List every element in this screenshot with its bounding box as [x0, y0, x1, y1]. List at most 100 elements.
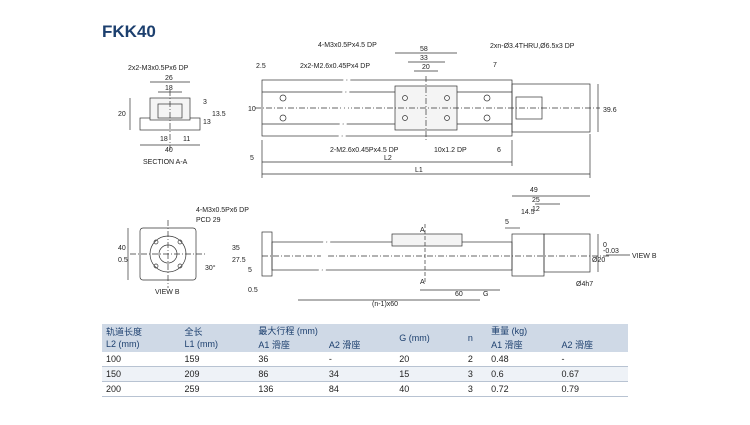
- front-tol-bot: -0.03: [603, 248, 619, 255]
- section-label-top: 2x2-M3x0.5Px6 DP: [128, 65, 189, 72]
- table-row: 200 259 136 84 40 3 0.72 0.79: [102, 381, 628, 397]
- motor-mount: [511, 83, 591, 133]
- cell: 3: [463, 381, 488, 397]
- section-aa: [129, 81, 201, 150]
- dim-39-6: 39.6: [603, 107, 617, 114]
- front-view: [262, 195, 630, 301]
- front-dim-5: 5: [505, 219, 509, 226]
- th-stroke-a2: A2 滑座: [324, 338, 396, 352]
- cell: 136: [254, 381, 325, 397]
- section-dim-26: 26: [165, 75, 173, 82]
- th-l2: 轨道长度 L2 (mm): [102, 324, 181, 352]
- front-slider: [391, 233, 463, 247]
- cell: 84: [324, 381, 396, 397]
- cell: 0.72: [487, 381, 558, 397]
- front-motor: [543, 233, 591, 273]
- table-row: 100 159 36 - 20 2 0.48 -: [102, 352, 628, 367]
- section-dim-3: 3: [203, 99, 207, 106]
- cell: -: [324, 352, 396, 367]
- table-row: 150 209 86 34 15 3 0.6 0.67: [102, 366, 628, 382]
- cell: 2: [463, 352, 488, 367]
- section-dim-11: 11: [183, 136, 190, 143]
- section-dim-18b: 18: [160, 136, 168, 143]
- cell: 86: [254, 366, 325, 382]
- cell: 40: [395, 381, 464, 397]
- th-weight-a2: A2 滑座: [557, 338, 628, 352]
- th-g: G (mm): [395, 324, 464, 352]
- cell: 3: [463, 366, 488, 382]
- cell: 259: [180, 381, 255, 397]
- cell: 100: [102, 352, 181, 367]
- label-m26-bottom: 2-M2.6x0.45Px4.5 DP: [330, 147, 399, 154]
- section-dim-20: 20: [118, 111, 126, 118]
- cell: 200: [102, 381, 181, 397]
- viewb-label-m3: 4-M3x0.5Px6 DP: [196, 207, 249, 214]
- cell: 36: [254, 352, 325, 367]
- dim-l1: L1: [415, 167, 423, 174]
- coupling: [515, 96, 543, 120]
- section-dim-13-5: 13.5: [212, 111, 226, 118]
- front-label-a: A: [420, 227, 425, 234]
- viewb-caption: VIEW B: [155, 289, 180, 296]
- cell: 0.6: [487, 366, 558, 382]
- th-weight: 重量 (kg): [487, 324, 628, 338]
- front-label-a2: A: [420, 279, 425, 286]
- viewb-dim-0-5b: 0.5: [248, 287, 258, 294]
- viewb-dim-30deg: 30°: [205, 264, 216, 272]
- th-l1: 全长 L1 (mm): [180, 324, 255, 352]
- dim-20: 20: [422, 64, 430, 71]
- dim-5: 5: [250, 155, 254, 162]
- front-dim-g: G: [483, 291, 488, 298]
- cell: 0.67: [557, 366, 628, 382]
- cell: 0.48: [487, 352, 558, 367]
- viewb-dim-0-5: 0.5: [118, 257, 128, 264]
- dim-2-5: 2.5: [256, 63, 266, 70]
- dim-58: 58: [420, 46, 428, 53]
- front-dim-60: 60: [455, 291, 463, 298]
- cell: 0.79: [557, 381, 628, 397]
- dim-6: 6: [497, 147, 501, 154]
- front-tol-top: 0: [603, 242, 607, 249]
- cell: -: [557, 352, 628, 367]
- front-dim-4h7: Ø4h7: [576, 281, 593, 288]
- cell: 20: [395, 352, 464, 367]
- front-dim-49: 49: [530, 187, 538, 194]
- label-thru: 2xn-Ø3.4THRU,Ø6.5x3 DP: [490, 43, 575, 50]
- front-dim-20h7: Ø20: [592, 257, 605, 264]
- section-caption: SECTION A-A: [143, 159, 188, 166]
- viewb-dim-27-5: 27.5: [232, 257, 246, 264]
- front-dim-25: 25: [532, 197, 540, 204]
- viewb-dim-40: 40: [118, 245, 126, 252]
- label-m3-dp: 4-M3x0.5Px4.5 DP: [318, 42, 377, 49]
- th-n: n: [463, 324, 488, 352]
- view-b: [127, 220, 273, 288]
- viewb-label-pcd: PCD 29: [196, 217, 221, 224]
- th-weight-a1: A1 滑座: [487, 338, 558, 352]
- cell: 209: [180, 366, 255, 382]
- front-view-b-arrow-label: VIEW B: [632, 253, 657, 260]
- section-dim-18: 18: [165, 85, 173, 92]
- label-m26-dp: 2x2-M2.6x0.45Px4 DP: [300, 63, 370, 70]
- spec-table: 轨道长度 L2 (mm) 全长 L1 (mm) 最大行程 (mm) G (mm)…: [102, 324, 628, 397]
- viewb-dim-5: 5: [248, 267, 252, 274]
- dim-l2: L2: [384, 155, 392, 162]
- cell: 159: [180, 352, 255, 367]
- label-pitch: 10x1.2 DP: [434, 147, 467, 154]
- cell: 150: [102, 366, 181, 382]
- cell: 15: [395, 366, 464, 382]
- cell: 34: [324, 366, 396, 382]
- front-dim-14-5: 14.5: [521, 209, 535, 216]
- th-stroke: 最大行程 (mm): [254, 324, 396, 338]
- viewb-dim-35: 35: [232, 245, 240, 252]
- section-dim-13: 13: [203, 119, 211, 126]
- dim-33: 33: [420, 55, 428, 62]
- section-dim-40: 40: [165, 147, 173, 154]
- top-view: [255, 52, 600, 178]
- dim-10: 10: [248, 106, 256, 113]
- front-dim-n60: (n-1)x60: [372, 301, 398, 308]
- th-stroke-a1: A1 滑座: [254, 338, 325, 352]
- dim-7: 7: [493, 62, 497, 69]
- front-dim-12: 12: [532, 206, 540, 213]
- page-title: FKK40: [102, 22, 156, 41]
